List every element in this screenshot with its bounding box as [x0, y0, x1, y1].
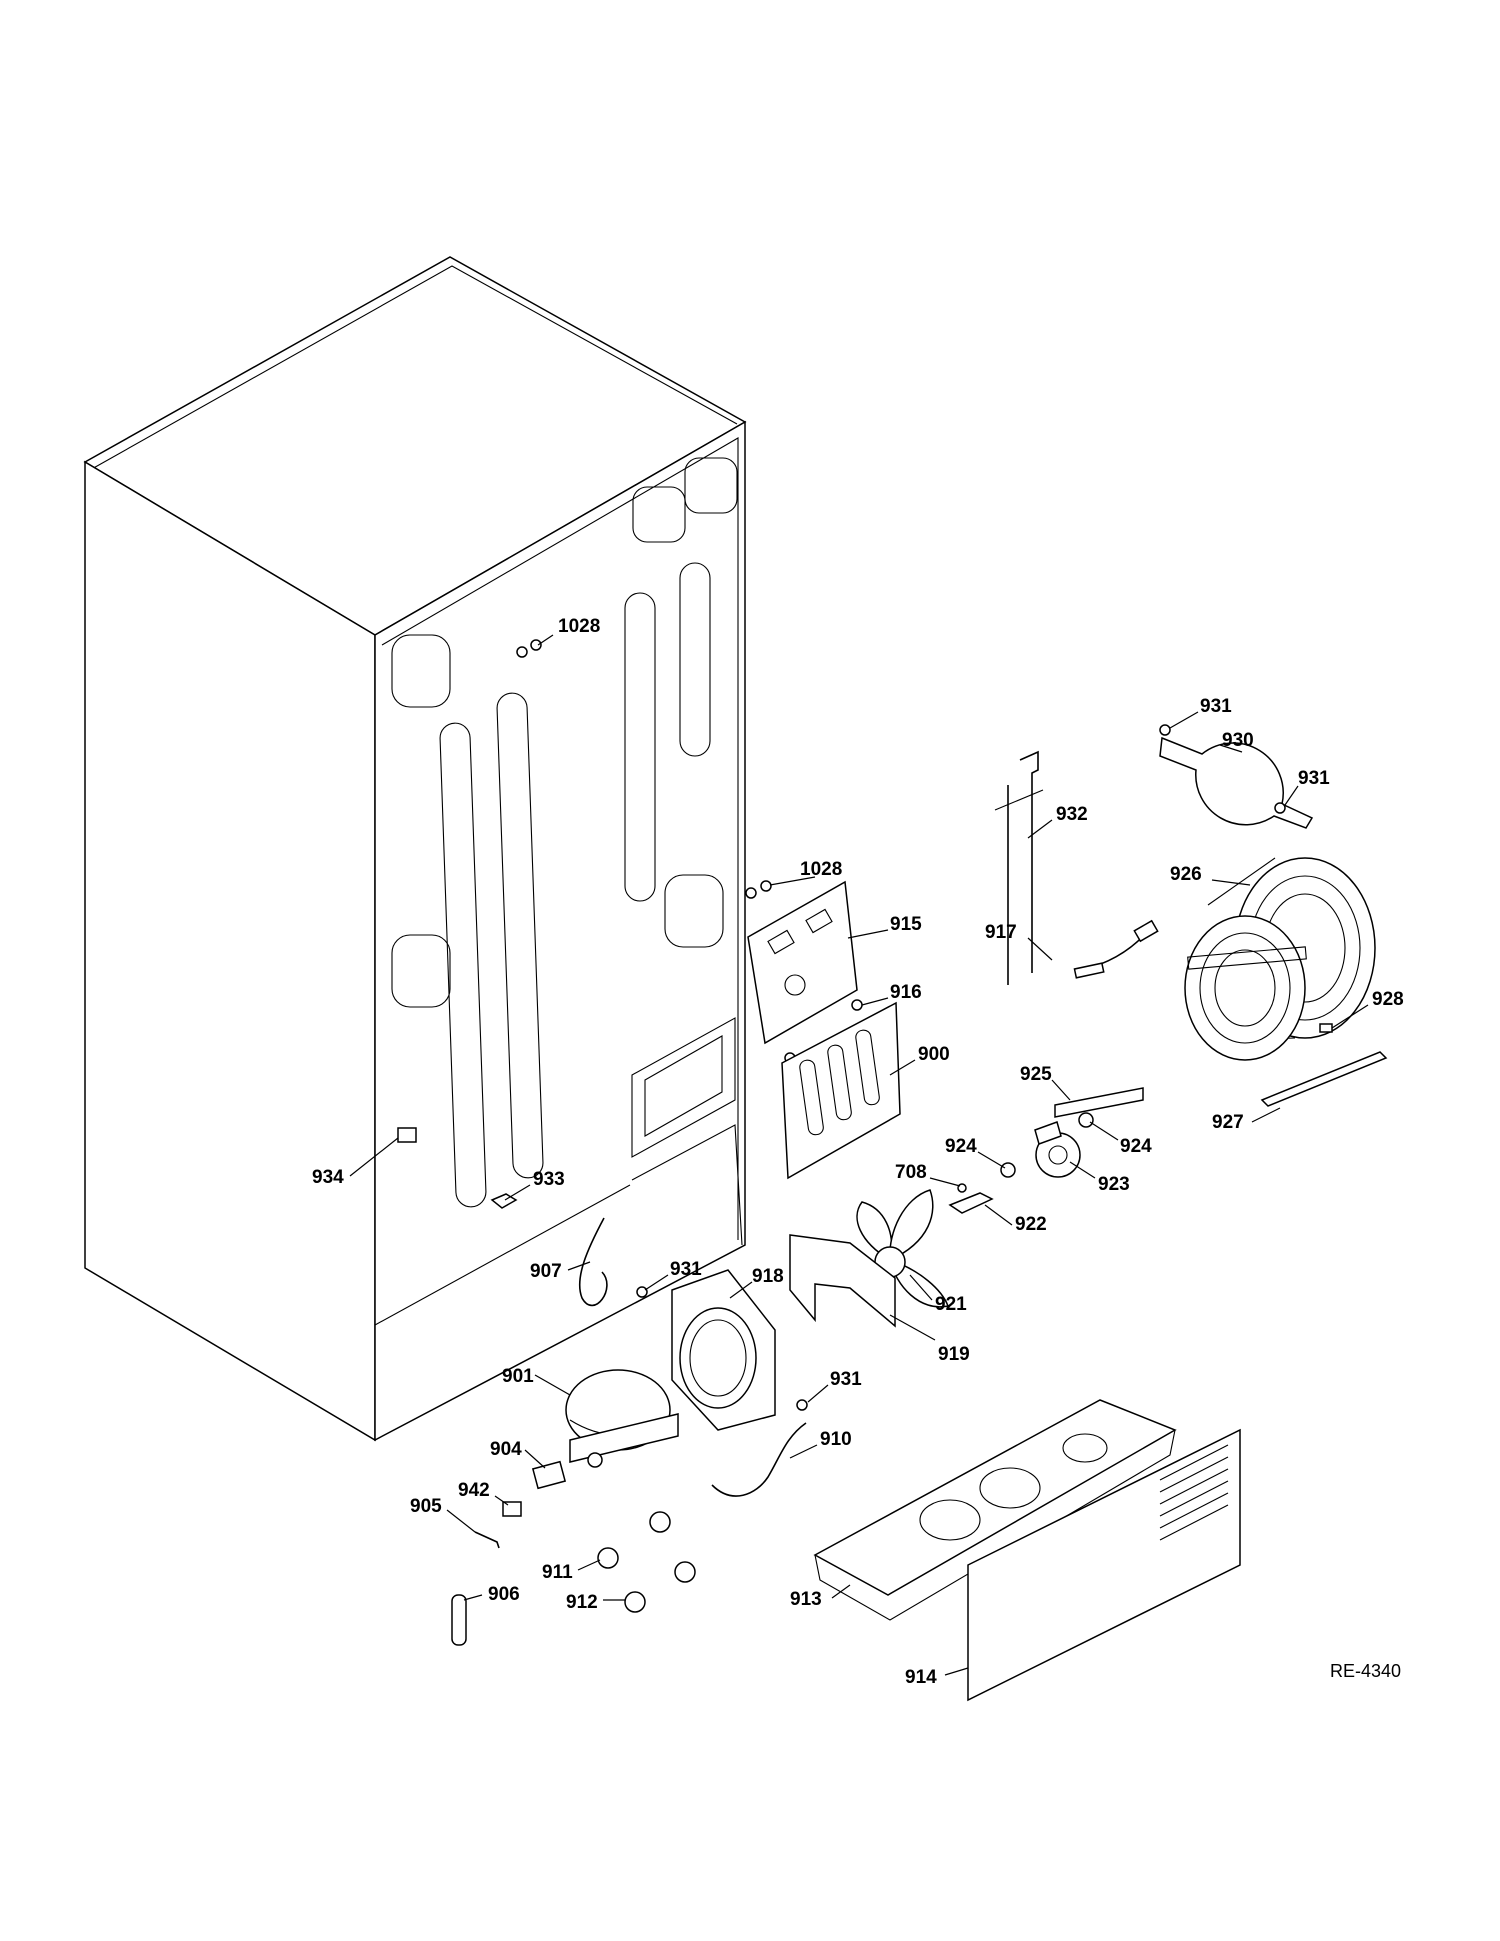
duct-919	[789, 1234, 896, 1328]
callout-927: 927	[1212, 1112, 1244, 1133]
callout-923: 923	[1098, 1174, 1130, 1195]
relay-904	[531, 1460, 567, 1490]
bracket-922	[948, 1192, 994, 1214]
callout-925: 925	[1020, 1064, 1052, 1085]
callout-918: 918	[752, 1266, 784, 1287]
grommet-911b	[649, 1511, 671, 1533]
callout-900: 900	[918, 1044, 950, 1065]
callout-911: 911	[542, 1562, 573, 1583]
grommet-912b	[674, 1561, 696, 1583]
callout-922: 922	[1015, 1214, 1047, 1235]
harness-932	[994, 750, 1044, 985]
compressor-901	[565, 1369, 679, 1468]
hose-907	[578, 1217, 608, 1307]
fan-motor-923	[1034, 1121, 1081, 1178]
screw-931-c	[636, 1286, 648, 1298]
callout-labels: 1028 1028 931 930 931 932 926 915 917 91…	[312, 616, 1404, 1688]
callout-916: 916	[890, 982, 922, 1003]
callout-901: 901	[502, 1366, 534, 1387]
callout-931-b: 931	[1298, 768, 1330, 789]
screw-1028-mid	[745, 880, 772, 899]
callout-910: 910	[820, 1429, 852, 1450]
bracket-925	[1054, 1087, 1144, 1118]
grommet-911	[597, 1547, 619, 1569]
screw-931-a	[1159, 724, 1171, 736]
callout-931-c: 931	[670, 1259, 702, 1280]
callout-904: 904	[490, 1439, 522, 1460]
shroud-918	[671, 1269, 776, 1431]
callout-934: 934	[312, 1167, 344, 1188]
callout-708: 708	[895, 1162, 927, 1183]
hose-910	[711, 1422, 807, 1497]
callout-919: 919	[938, 1344, 970, 1365]
callout-932: 932	[1056, 804, 1088, 825]
harness-917	[1073, 919, 1159, 979]
callout-1028-mid: 1028	[800, 859, 842, 880]
callout-914: 914	[905, 1667, 937, 1688]
washer-924-a	[1000, 1162, 1016, 1178]
callout-930: 930	[1222, 730, 1254, 751]
screw-931-b	[1274, 802, 1286, 814]
callout-1028-top: 1028	[558, 616, 600, 637]
clip-928	[1319, 1023, 1333, 1033]
screw-931-d	[796, 1399, 808, 1411]
callout-907: 907	[530, 1261, 562, 1282]
washer-924-b	[1078, 1112, 1094, 1128]
panel-914	[967, 1428, 1241, 1702]
callout-915: 915	[890, 914, 922, 935]
overload-942	[502, 1501, 522, 1517]
plate-930	[1159, 736, 1314, 829]
drier-906	[451, 1594, 467, 1646]
screw-1028-top	[516, 639, 542, 658]
callout-926: 926	[1170, 864, 1202, 885]
clip-934	[397, 1127, 417, 1143]
control-board-915	[747, 880, 858, 1045]
callout-917: 917	[985, 922, 1017, 943]
callout-906: 906	[488, 1584, 520, 1605]
callout-933: 933	[533, 1169, 565, 1190]
grommet-916	[851, 999, 863, 1011]
callout-921: 921	[935, 1294, 967, 1315]
callout-931-a: 931	[1200, 696, 1232, 717]
clip-905	[474, 1531, 500, 1549]
cover-900	[781, 1001, 901, 1180]
leader-lines	[349, 634, 1369, 1676]
refrigerator-cabinet	[83, 256, 747, 1442]
bracket-927	[1260, 1051, 1388, 1107]
callout-905: 905	[410, 1496, 442, 1517]
callout-942: 942	[458, 1480, 490, 1501]
callout-931-d: 931	[830, 1369, 862, 1390]
callout-928: 928	[1372, 989, 1404, 1010]
base-pan-913	[813, 1399, 1177, 1621]
callout-924-b: 924	[1120, 1136, 1152, 1157]
condenser-926	[1184, 857, 1376, 1061]
grommet-912	[624, 1591, 646, 1613]
reference-code: RE-4340	[1330, 1661, 1401, 1681]
callout-924-a: 924	[945, 1136, 977, 1157]
callout-912: 912	[566, 1592, 598, 1613]
callout-913: 913	[790, 1589, 822, 1610]
